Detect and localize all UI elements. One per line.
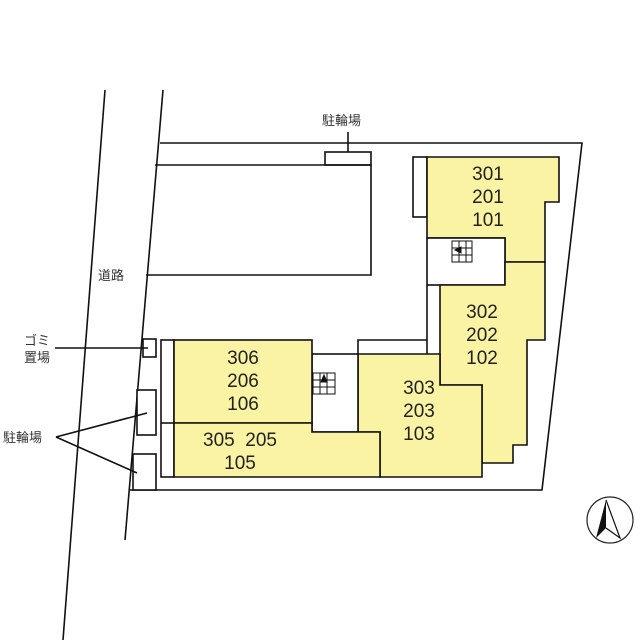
corridor-line xyxy=(357,339,427,354)
unit-306[interactable] xyxy=(173,339,313,424)
unit-number: 306 xyxy=(227,348,259,369)
bicycle-parking-top-label: 駐輪場 xyxy=(322,113,361,129)
leader-line xyxy=(55,436,138,474)
stair-icon xyxy=(312,372,336,395)
garbage-label: 置場 xyxy=(24,351,50,366)
unit-number: 203 xyxy=(403,401,435,422)
bicycle-parking-top xyxy=(324,151,372,166)
unit-number: 105 xyxy=(224,453,256,474)
unit-number: 106 xyxy=(227,394,259,415)
north-arrow-icon xyxy=(586,496,634,544)
unit-number: 303 xyxy=(403,378,435,399)
leader-line xyxy=(55,412,148,438)
bicycle-parking-left-label: 駐輪場 xyxy=(3,430,42,446)
site-boundary xyxy=(130,142,583,491)
corridor-left xyxy=(160,339,175,478)
neighbor-building xyxy=(146,164,372,276)
unit-number: 302 xyxy=(466,302,498,323)
garbage-label: ゴミ xyxy=(24,333,50,349)
stair-icon xyxy=(451,240,473,263)
unit-number: 301 xyxy=(472,164,504,185)
unit-number: 305 205 xyxy=(203,430,277,451)
unit-number: 102 xyxy=(466,348,498,369)
unit-number: 206 xyxy=(227,371,259,392)
road-label: 道路 xyxy=(98,268,124,284)
road-edge-left xyxy=(62,89,106,640)
corridor-301 xyxy=(412,156,428,218)
unit-number: 101 xyxy=(472,210,504,231)
unit-305[interactable] xyxy=(173,422,381,478)
unit-number: 103 xyxy=(403,424,435,445)
unit-number: 202 xyxy=(466,325,498,346)
unit-number: 201 xyxy=(472,187,504,208)
